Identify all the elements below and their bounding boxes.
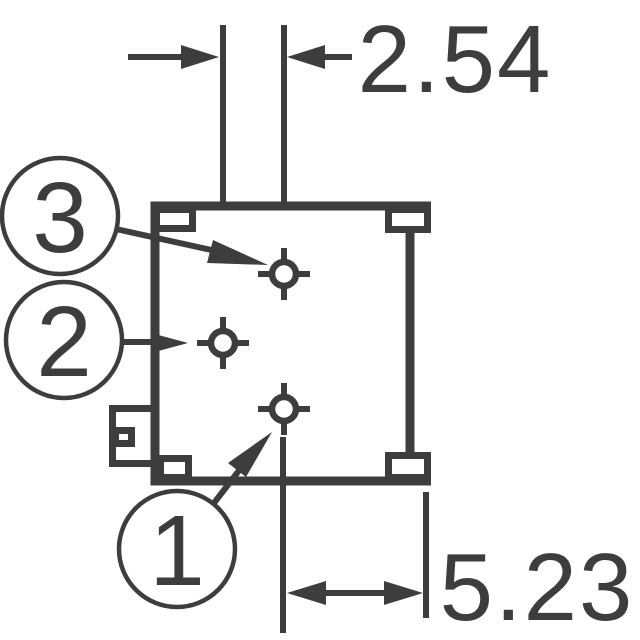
- callout-2: 2: [3, 279, 188, 401]
- pad-2-hole: [207, 327, 239, 359]
- corner-pad-bottom-left: [157, 455, 192, 481]
- callout-2-label: 2: [36, 286, 92, 398]
- pad-1: [258, 383, 310, 435]
- pad-2: [197, 317, 249, 369]
- top-dimension: 2.54: [128, 6, 553, 206]
- callout-3-label: 3: [32, 162, 88, 274]
- callout-1-label: 1: [149, 495, 205, 607]
- callout-3-circle: [0, 155, 121, 277]
- edge-offset-dimension-label: 5.23: [440, 534, 635, 640]
- corner-pad-top-left: [153, 206, 196, 232]
- callout-3: 3: [0, 155, 268, 277]
- callout-3-leader-line: [115, 226, 226, 256]
- corner-pad-top-right: [385, 206, 431, 233]
- side-adjuster-slot: [112, 427, 135, 447]
- right-pointing-arrowhead-icon: [181, 45, 219, 69]
- callout-1-circle: [116, 488, 238, 610]
- callout-2-circle: [3, 279, 125, 401]
- edge-offset-arrowhead-right-icon: [384, 581, 423, 605]
- pad-3-hole: [268, 258, 300, 290]
- callouts: 3 2 1: [0, 155, 272, 610]
- bottom-dimension: 5.23: [280, 437, 635, 640]
- callout-1-arrowhead-icon: [228, 432, 272, 477]
- left-pointing-arrowhead-icon: [287, 45, 325, 69]
- edge-offset-arrowhead-left-icon: [287, 581, 326, 605]
- pads: [197, 248, 310, 435]
- pad-3: [258, 248, 310, 300]
- callout-3-arrowhead-icon: [207, 240, 268, 265]
- corner-pad-bottom-right: [385, 452, 431, 481]
- pad-1-hole: [268, 393, 300, 425]
- callout-2-arrowhead-icon: [151, 333, 188, 353]
- callout-1: 1: [116, 432, 272, 610]
- pin-pitch-dimension-label: 2.54: [358, 6, 553, 113]
